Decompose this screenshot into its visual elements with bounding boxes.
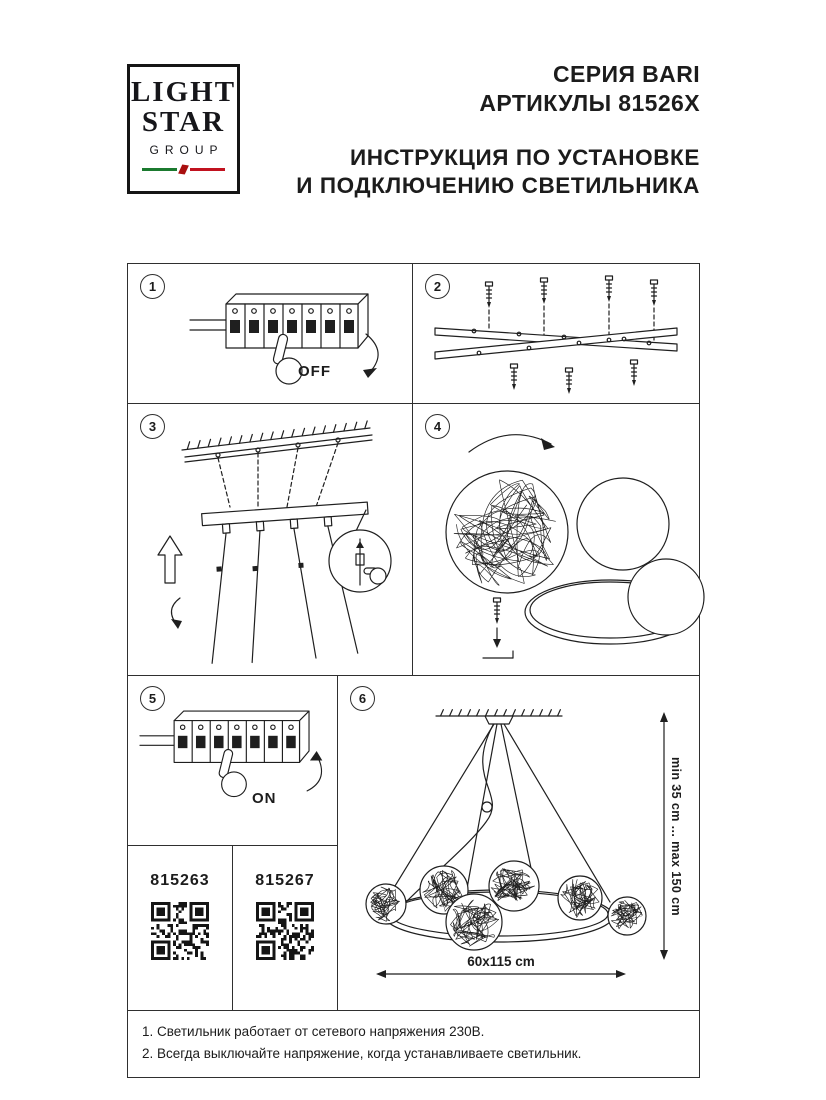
step-panel-2: 2 xyxy=(412,263,700,404)
doc-title: ИНСТРУКЦИЯ ПО УСТАНОВКЕ И ПОДКЛЮЧЕНИЮ СВ… xyxy=(296,144,700,201)
article-number: 815263 xyxy=(150,872,210,889)
article-column: 815267 xyxy=(233,846,337,1010)
articles-panel: 815263 815267 xyxy=(127,845,338,1011)
step-number: 1 xyxy=(140,274,165,299)
article-number: 815267 xyxy=(255,872,315,889)
flag-green-bar xyxy=(142,167,177,171)
horizontal-dimension-label: 60x115 cm xyxy=(467,954,535,969)
qr-code xyxy=(151,902,209,960)
flag-red-bar xyxy=(190,167,225,171)
flag-ribbon-mark xyxy=(178,164,189,175)
step-number: 5 xyxy=(140,686,165,711)
footer-notes: 1. Светильник работает от сетевого напря… xyxy=(127,1010,700,1078)
wire-ball-assembly-drawing xyxy=(445,434,705,659)
step-panel-4: 4 xyxy=(412,403,705,676)
qr-code xyxy=(256,902,314,960)
step-panel-5: 5 ON xyxy=(127,675,338,846)
ceiling-mount-drawing xyxy=(157,420,392,664)
step-number: 6 xyxy=(350,686,375,711)
power-off-label: OFF xyxy=(298,363,331,380)
logo-flag-stripe xyxy=(142,164,225,175)
article-column: 815263 xyxy=(128,846,233,1010)
circuit-breaker-on-drawing xyxy=(139,710,323,798)
step-number: 3 xyxy=(140,414,165,439)
doc-title-line1: ИНСТРУКЦИЯ ПО УСТАНОВКЕ xyxy=(349,145,700,170)
power-on-label: ON xyxy=(252,790,277,807)
footer-note-2: 2. Всегда выключайте напряжение, когда у… xyxy=(142,1045,582,1061)
brand-logo: LIGHT STAR GROUP xyxy=(127,64,240,194)
step-panel-3: 3 xyxy=(127,403,413,676)
step-panel-1: 1 OFF xyxy=(127,263,413,404)
footer-note-1: 1. Светильник работает от сетевого напря… xyxy=(142,1024,485,1039)
logo-word-star: STAR xyxy=(141,105,226,138)
step-number: 4 xyxy=(425,414,450,439)
vertical-dimension-label: min 35 cm ... max 150 cm xyxy=(669,756,683,916)
doc-series-block: СЕРИЯ BARI АРТИКУЛЫ 81526X xyxy=(479,60,700,118)
logo-word-light: LIGHT xyxy=(130,76,237,108)
logo-word-group: GROUP xyxy=(149,142,224,157)
step-number: 2 xyxy=(425,274,450,299)
step-panel-6: 6 min 35 cm ... max 150 c xyxy=(337,675,700,1011)
chandelier-dimensions-drawing xyxy=(365,709,668,978)
series-title: СЕРИЯ BARI xyxy=(553,61,700,87)
articles-title: АРТИКУЛЫ 81526X xyxy=(479,89,700,116)
circuit-breaker-off-drawing xyxy=(189,293,379,385)
doc-title-line2: И ПОДКЛЮЧЕНИЮ СВЕТИЛЬНИКА xyxy=(296,173,700,199)
mounting-brackets-drawing xyxy=(434,275,678,395)
